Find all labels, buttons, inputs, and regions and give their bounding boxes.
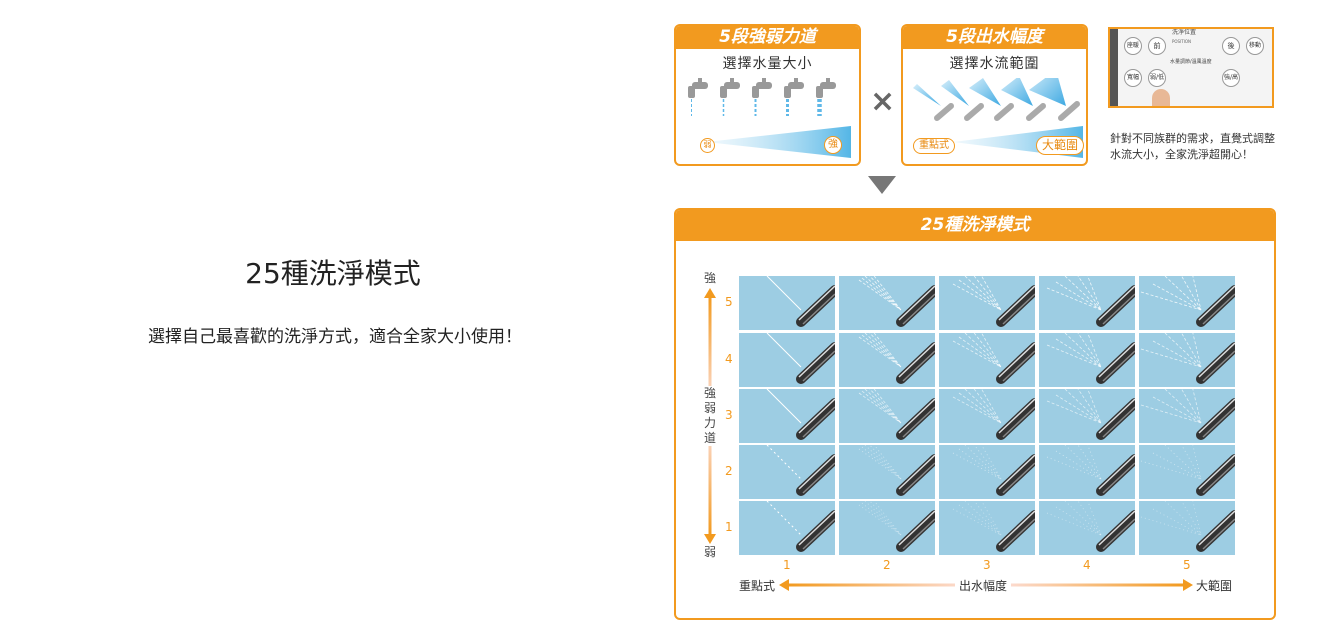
strength-subtitle: 選擇水量大小 (722, 56, 813, 72)
x-tick: 5 (1183, 558, 1191, 572)
wash-mode-cell (739, 388, 840, 443)
faucet-icons (688, 78, 836, 116)
x-axis-label: 出水幅度 (955, 577, 1012, 594)
y-tick: 2 (725, 464, 733, 478)
wash-mode-cell (1039, 376, 1140, 443)
grid-header: 25種洗淨模式 (676, 210, 1274, 241)
wash-mode-cell (739, 275, 840, 330)
wash-mode-cell (839, 328, 940, 387)
remote-button: 前 (1148, 37, 1166, 55)
strength-header: 5段強弱力道 (676, 26, 859, 49)
remote-button: 寬幅 (1124, 69, 1142, 87)
remote-button: 強/高 (1222, 69, 1240, 87)
times-symbol: × (870, 84, 896, 119)
x-tick: 4 (1083, 558, 1091, 572)
wash-mode-cell (1039, 432, 1140, 499)
wash-mode-cell (839, 496, 940, 555)
wash-mode-cell (1139, 316, 1240, 387)
wash-mode-cell (939, 436, 1040, 499)
y-axis-label: 強弱力道 (703, 386, 717, 446)
narrow-label: 重點式 (913, 138, 955, 154)
wash-mode-cell (839, 384, 940, 443)
wash-mode-cell (1139, 259, 1240, 330)
width-subtitle: 選擇水流範圍 (949, 56, 1040, 72)
down-arrow-icon (868, 176, 896, 194)
wash-mode-cell (839, 440, 940, 499)
wash-mode-cell (739, 500, 840, 555)
wash-mode-cell (1139, 484, 1240, 555)
remote-label: 洗淨位置 (1172, 29, 1197, 36)
width-box: 5段出水幅度 選擇水流範圍 重點式 大範圍 (901, 24, 1088, 166)
x-tick: 2 (883, 558, 891, 572)
y-axis-bottom: 弱 (703, 545, 716, 559)
page-subtitle: 選擇自己最喜歡的洗淨方式，適合全家大小使用！ (148, 327, 522, 347)
wash-mode-cell (839, 271, 940, 330)
x-axis-left: 重點式 (739, 579, 776, 593)
wash-mode-cell (1039, 320, 1140, 387)
strong-label: 強 (824, 136, 842, 154)
x-tick: 3 (983, 558, 991, 572)
y-tick: 4 (725, 352, 733, 366)
y-axis-top: 強 (703, 271, 716, 285)
y-tick: 5 (725, 295, 733, 309)
wash-mode-cell (1039, 488, 1140, 555)
wash-mode-cell (1139, 372, 1240, 443)
wash-mode-cell (1039, 263, 1140, 330)
remote-button: 座暖 (1124, 37, 1142, 55)
wash-mode-cell (739, 332, 840, 387)
x-axis-right: 大範圍 (1196, 579, 1233, 593)
wash-mode-cell (1139, 428, 1240, 499)
strength-box: 5段強弱力道 選擇水量大小 弱 強 (674, 24, 861, 166)
weak-label: 弱 (700, 138, 715, 153)
nozzle-spray-icons (913, 78, 1080, 121)
width-header: 5段出水幅度 (903, 26, 1086, 49)
remote-label: 水量調節/溫風溫度 (1170, 59, 1212, 65)
wash-mode-cell (939, 324, 1040, 387)
wash-mode-cell (939, 267, 1040, 330)
remote-control-image: 洗淨位置 POSITION 水量調節/溫風溫度 座暖 前 後 移動 寬幅 弱/低… (1108, 27, 1274, 108)
remote-button: 弱/低 (1148, 69, 1166, 87)
wide-label: 大範圍 (1036, 136, 1085, 155)
remote-button: 後 (1222, 37, 1240, 55)
strength-gradient (706, 126, 851, 158)
remote-label: POSITION (1172, 39, 1192, 44)
wash-mode-cell (939, 492, 1040, 555)
finger-icon (1152, 89, 1170, 106)
remote-button: 移動 (1246, 37, 1264, 55)
wash-mode-cell (939, 380, 1040, 443)
remote-caption: 針對不同族群的需求，直覺式調整水流大小，全家洗淨超開心！ (1110, 132, 1275, 161)
x-tick: 1 (783, 558, 791, 572)
y-tick: 1 (725, 520, 733, 534)
page-title: 25種洗淨模式 (245, 257, 421, 290)
y-tick: 3 (725, 408, 733, 422)
wash-mode-cell (739, 444, 840, 499)
